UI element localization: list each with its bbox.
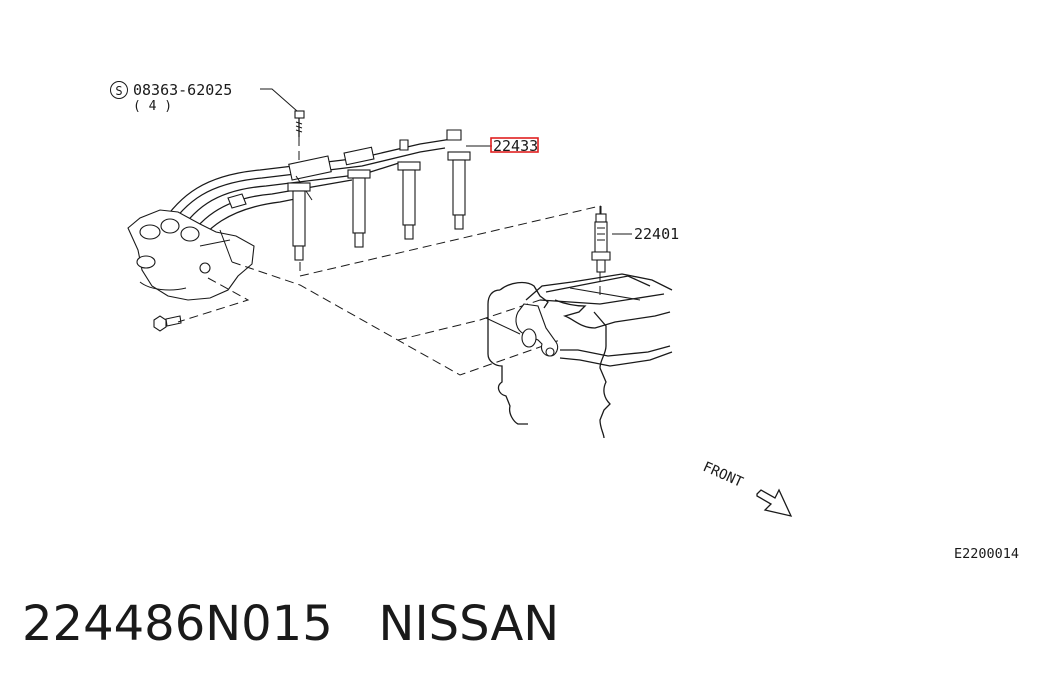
- upper-bolt[interactable]: [294, 110, 305, 137]
- plug-boot-1[interactable]: [287, 182, 311, 261]
- cable-highlight-box: [490, 137, 539, 153]
- lower-bolt[interactable]: [153, 315, 182, 332]
- plug-boots[interactable]: [287, 129, 471, 261]
- bolt-callout[interactable]: S 08363-62025 ( 4 ): [110, 81, 298, 114]
- front-arrow-icon: [756, 488, 793, 517]
- caption-brand: NISSAN: [378, 596, 560, 652]
- plug-part-number: 22401: [634, 225, 679, 243]
- figure-code: E2200014: [954, 546, 1019, 562]
- plug-boot-2[interactable]: [347, 169, 371, 248]
- cable-part-number: 22433: [493, 137, 538, 155]
- s-symbol-icon: [110, 81, 128, 99]
- front-direction-indicator: FRONT: [700, 459, 793, 517]
- front-label: FRONT: [700, 459, 746, 491]
- cable-callout[interactable]: 22433: [466, 137, 539, 155]
- distributor[interactable]: [127, 209, 255, 301]
- bolt-symbol-letter: S: [115, 84, 122, 98]
- caption-part-number: 224486N015: [22, 596, 333, 652]
- caption-spacer: [333, 596, 379, 652]
- caption: 224486N015 NISSAN: [22, 596, 559, 652]
- plug-boot-3[interactable]: [397, 139, 421, 240]
- bolt-leader-line: [260, 88, 298, 112]
- bolt-part-number: 08363-62025: [133, 81, 232, 99]
- reference-lines: [177, 205, 601, 376]
- bolt-quantity: ( 4 ): [133, 99, 172, 114]
- engine-head: [485, 273, 673, 439]
- plug-boot-4[interactable]: [446, 129, 471, 230]
- spark-plug[interactable]: 22401: [591, 206, 679, 273]
